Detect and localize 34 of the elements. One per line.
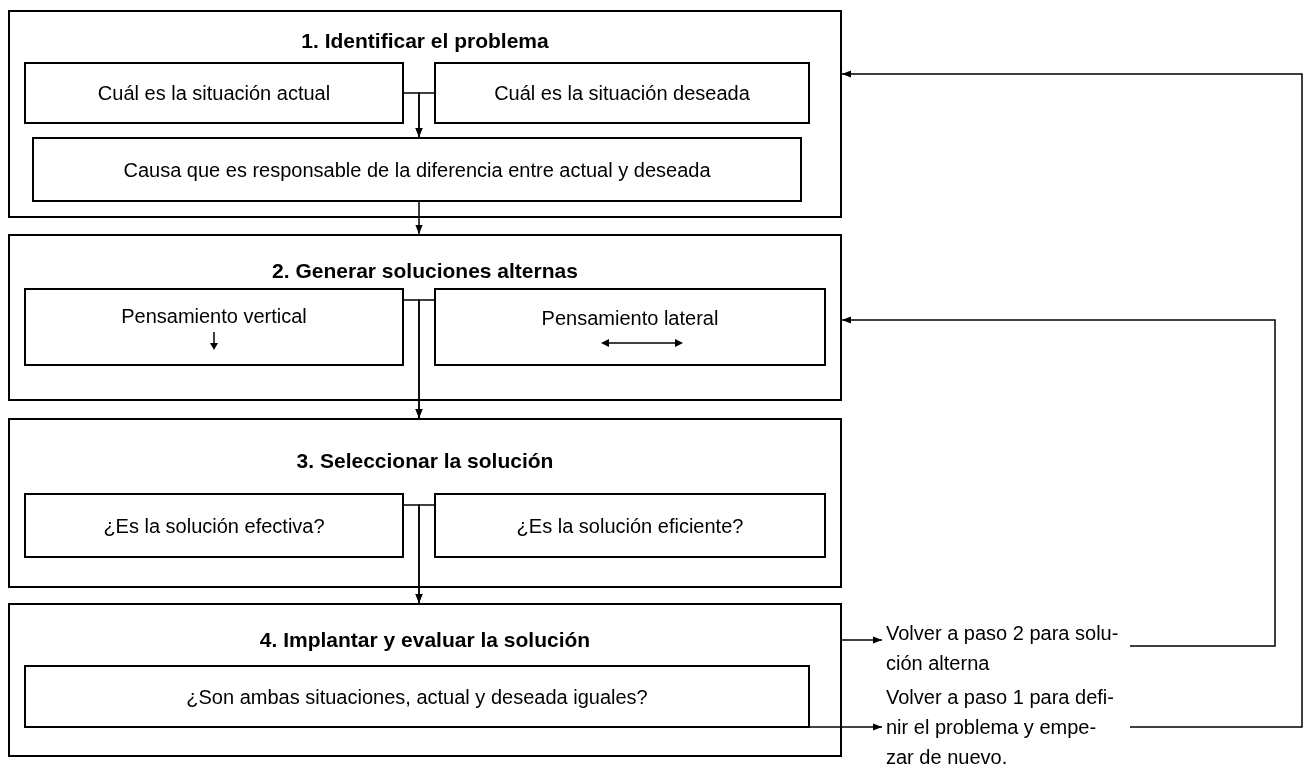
step-heading: 3. Seleccionar la solución bbox=[295, 448, 555, 474]
box-label: Pensamiento lateral bbox=[541, 306, 719, 330]
step-panel bbox=[8, 10, 842, 218]
connector-arrow bbox=[841, 316, 1276, 647]
connector-arrow bbox=[841, 70, 1303, 728]
step-heading: 1. Identificar el problema bbox=[300, 28, 550, 54]
process-box bbox=[434, 493, 826, 558]
step-panel bbox=[8, 603, 842, 757]
note-text: Volver a paso 2 para solu- ción alterna bbox=[886, 618, 1124, 678]
box-label: Cuál es la situación deseada bbox=[494, 81, 750, 105]
box-label: ¿Es la solución efectiva? bbox=[103, 513, 325, 538]
connector-arrow bbox=[415, 504, 435, 604]
process-box bbox=[24, 493, 404, 558]
box-label: Cuál es la situación actual bbox=[97, 81, 331, 105]
step-heading: 4. Implantar y evaluar la solución bbox=[258, 627, 592, 653]
connector-arrow bbox=[415, 299, 435, 419]
process-box bbox=[434, 62, 810, 124]
process-box bbox=[24, 62, 404, 124]
connector-arrow bbox=[415, 92, 435, 138]
step-heading: 2. Generar soluciones alternas bbox=[271, 258, 579, 284]
connector-arrow bbox=[415, 201, 423, 235]
step-panel bbox=[8, 418, 842, 588]
process-box bbox=[24, 665, 810, 728]
box-label: Pensamiento vertical bbox=[121, 304, 307, 328]
process-box bbox=[24, 288, 404, 366]
box-label: Causa que es responsable de la diferencia entre actual y deseada bbox=[123, 157, 711, 182]
note-text: Volver a paso 1 para defi- nir el problema y empe- zar de nuevo. bbox=[886, 682, 1124, 766]
step-panel bbox=[8, 234, 842, 401]
process-box bbox=[32, 137, 802, 202]
box-label: ¿Son ambas situaciones, actual y deseada iguales? bbox=[186, 684, 648, 709]
process-box bbox=[434, 288, 826, 366]
box-label: ¿Es la solución eficiente? bbox=[516, 513, 744, 538]
connector-arrow bbox=[809, 723, 883, 731]
connector-arrow bbox=[841, 636, 883, 644]
